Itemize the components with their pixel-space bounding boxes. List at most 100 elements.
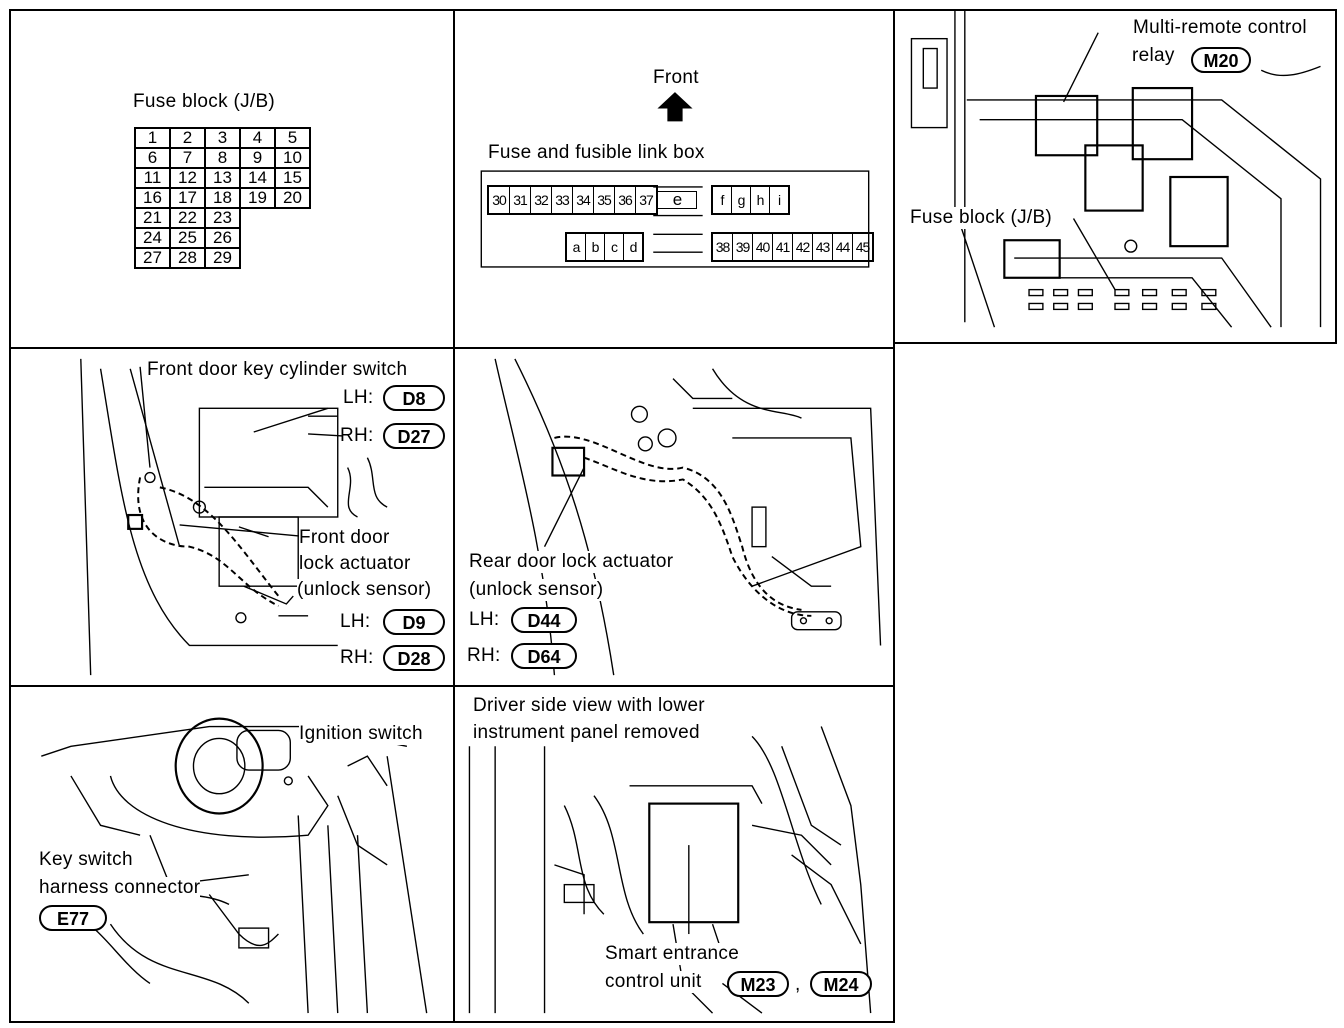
fuse-cell: 23 [204,207,241,229]
key-switch-line-2: harness connector [39,877,201,899]
relay-label-1: Multi-remote control [1133,17,1307,38]
rear-door-lh-badge: D44 [511,607,577,633]
link-cell: h [751,187,770,213]
fuse-cell: 17 [169,187,206,209]
front-door-rh-badge-2: D28 [383,645,445,671]
front-door-rh-badge-1: D27 [383,423,445,449]
link-middle-e: e [657,191,697,209]
smart-unit-separator: , [795,974,801,995]
fuse-cell: 19 [239,187,276,209]
relay-label-2: relay [1132,45,1175,66]
driver-illustration [468,726,872,1014]
fuse-cell: 4 [239,127,276,149]
fuse-cell: 28 [169,247,206,269]
fuse-cell-empty [240,248,275,268]
fuse-cell: 24 [134,227,171,249]
link-cell: 33 [552,187,573,213]
front-door-actuator-line-2: lock actuator [299,553,411,575]
link-cell: 41 [773,234,793,260]
fuse-cell: 18 [204,187,241,209]
relay-fuse-label: Fuse block (J/B) [910,207,1053,229]
fuse-cell: 10 [274,147,311,169]
rear-door-panel: Rear door lock actuator (unlock sensor) … [453,347,895,687]
rear-door-rh-label: RH: [467,645,501,666]
link-cell: i [777,192,781,208]
fuse-cell-empty [275,248,310,268]
front-door-panel: Front door key cylinder switch LH: D8 RH… [9,347,455,687]
fuse-cell-empty [240,208,275,228]
relay-connector-badge: M20 [1191,47,1251,73]
link-cell: 32 [531,187,552,213]
fuse-cell: 6 [134,147,171,169]
fuse-cell: 14 [239,167,276,189]
fuse-cell-empty [275,208,310,228]
key-switch-badge: E77 [39,905,107,931]
driver-panel: Driver side view with lower instrument p… [453,685,895,1023]
link-cell: a [567,234,586,260]
fuse-cell: 2 [169,127,206,149]
link-cell: b [586,234,605,260]
smart-unit-badge-2: M24 [810,971,872,997]
front-door-actuator-line-3: (unlock sensor) [297,579,432,601]
front-door-lh-label-1: LH: [343,387,374,408]
link-cell: 38 [713,234,733,260]
link-cell: 36 [615,187,636,213]
fuse-cell: 11 [134,167,171,189]
fuse-cell: 7 [169,147,206,169]
fuse-cell-empty [275,228,310,248]
fuse-cell: 5 [274,127,311,149]
ignition-panel: Ignition switch Key switch harness conne… [9,685,455,1023]
front-door-lh-badge-2: D9 [383,609,445,635]
fuse-cell: 3 [204,127,241,149]
fuse-cell: 1 [134,127,171,149]
link-cell: 44 [833,234,853,260]
rear-door-actuator-line-2: (unlock sensor) [469,579,604,601]
link-cell: 31 [510,187,531,213]
link-cell: g [732,187,751,213]
link-cell: 34 [573,187,594,213]
driver-view-line-1: Driver side view with lower [473,695,705,717]
fuse-cell: 13 [204,167,241,189]
smart-unit-line-1: Smart entrance [605,943,740,965]
link-cell-e: e [672,190,682,209]
link-cell: f [713,187,732,213]
fuse-cell: 12 [169,167,206,189]
rear-door-illustration [494,358,882,676]
link-cell: 37 [639,192,654,208]
front-door-rh-label-1: RH: [340,425,374,446]
relay-illustration [910,11,1322,328]
front-door-lh-badge-1: D8 [383,385,445,411]
front-arrow-icon [480,92,870,268]
fuse-cell: 8 [204,147,241,169]
link-cell: 35 [594,187,615,213]
ignition-switch-label: Ignition switch [299,723,423,745]
link-cell: c [605,234,624,260]
front-door-actuator-line-1: Front door [299,527,390,549]
front-door-illustration [80,358,388,676]
smart-unit-line-2: control unit [605,971,702,993]
rear-door-actuator-line-1: Rear door lock actuator [469,551,674,573]
fuse-cell: 21 [134,207,171,229]
link-cell: 30 [489,187,510,213]
fuse-cell: 29 [204,247,241,269]
fuse-cell: 26 [204,227,241,249]
fuse-cell: 20 [274,187,311,209]
rear-door-rh-badge: D64 [511,643,577,669]
front-label: Front [653,67,699,88]
front-door-lh-label-2: LH: [340,611,371,632]
fuse-block-title: Fuse block (J/B) [133,91,276,112]
key-switch-line-1: Key switch [39,849,133,871]
